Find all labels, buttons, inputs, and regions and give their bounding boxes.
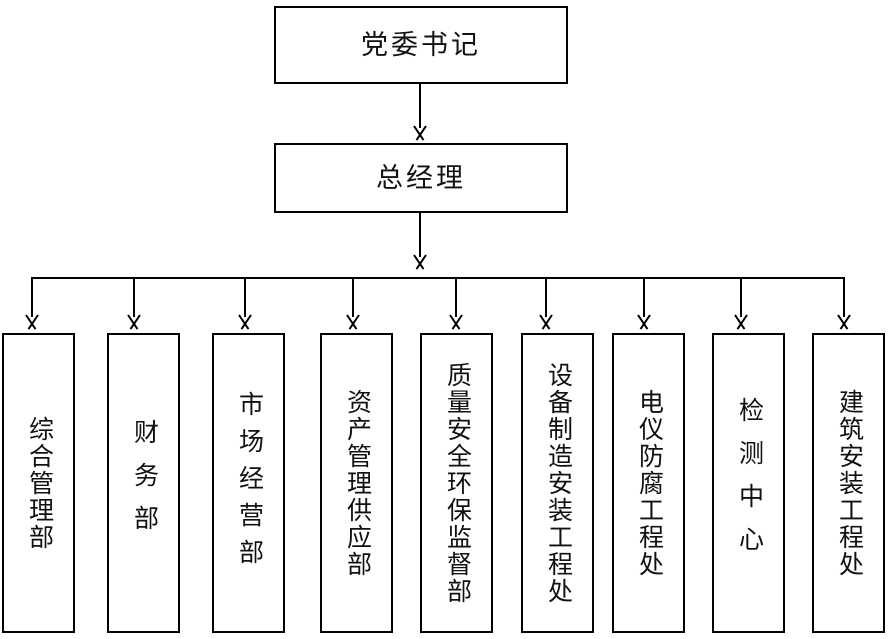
connector-drop-dept-8: [740, 277, 742, 317]
connector-drop-dept-3-arrowhead: [234, 315, 256, 330]
node-dept-2[interactable]: 财务部: [107, 333, 180, 633]
connector-drop-dept-6: [545, 277, 547, 317]
node-dept-4[interactable]: 资产管理供应部: [320, 333, 393, 633]
node-dept-1-label: 综合管理部: [25, 415, 53, 551]
node-dept-9-label: 建筑安装工程处: [835, 388, 863, 578]
node-dept-6[interactable]: 设备制造安装工程处: [521, 333, 594, 633]
node-dept-8[interactable]: 检测中心: [712, 333, 785, 633]
connector-drop-dept-7: [643, 277, 645, 317]
connector-manager-to-bus-arrowhead: [409, 255, 431, 270]
connector-drop-dept-9-arrowhead: [833, 315, 855, 330]
node-dept-9[interactable]: 建筑安装工程处: [812, 333, 885, 633]
node-party-secretary-label: 党委书记: [361, 29, 481, 60]
connector-drop-dept-5-arrowhead: [445, 315, 467, 330]
node-dept-1[interactable]: 综合管理部: [2, 333, 75, 633]
connector-secretary-to-manager-arrowhead: [409, 126, 431, 141]
node-party-secretary[interactable]: 党委书记: [274, 6, 568, 84]
connector-drop-dept-4-arrowhead: [342, 315, 364, 330]
connector-drop-dept-3: [244, 277, 246, 317]
node-general-manager-label: 总经理: [376, 162, 466, 193]
node-dept-4-label: 资产管理供应部: [343, 388, 371, 578]
node-dept-3[interactable]: 市场经营部: [212, 333, 285, 633]
connector-drop-dept-5: [455, 277, 457, 317]
connector-secretary-to-manager-line: [419, 84, 421, 128]
connector-drop-dept-2: [133, 277, 135, 317]
node-general-manager[interactable]: 总经理: [274, 143, 568, 213]
connector-drop-dept-6-arrowhead: [535, 315, 557, 330]
connector-manager-to-bus-line: [419, 213, 421, 257]
connector-drop-dept-4: [352, 277, 354, 317]
node-dept-8-label: 检测中心: [735, 397, 763, 569]
node-dept-5-label: 质量安全环保监督部: [443, 361, 471, 605]
node-dept-7[interactable]: 电仪防腐工程处: [612, 333, 685, 633]
connector-drop-dept-7-arrowhead: [633, 315, 655, 330]
connector-drop-dept-1-arrowhead: [21, 315, 43, 330]
connector-horizontal-bus: [31, 277, 843, 279]
node-dept-6-label: 设备制造安装工程处: [544, 361, 572, 605]
connector-drop-dept-1: [31, 277, 33, 317]
node-dept-5[interactable]: 质量安全环保监督部: [420, 333, 493, 633]
connector-drop-dept-9: [843, 277, 845, 317]
connector-drop-dept-8-arrowhead: [730, 315, 752, 330]
node-dept-2-label: 财务部: [130, 418, 158, 548]
connector-drop-dept-2-arrowhead: [123, 315, 145, 330]
node-dept-3-label: 市场经营部: [235, 390, 263, 576]
node-dept-7-label: 电仪防腐工程处: [635, 388, 663, 578]
